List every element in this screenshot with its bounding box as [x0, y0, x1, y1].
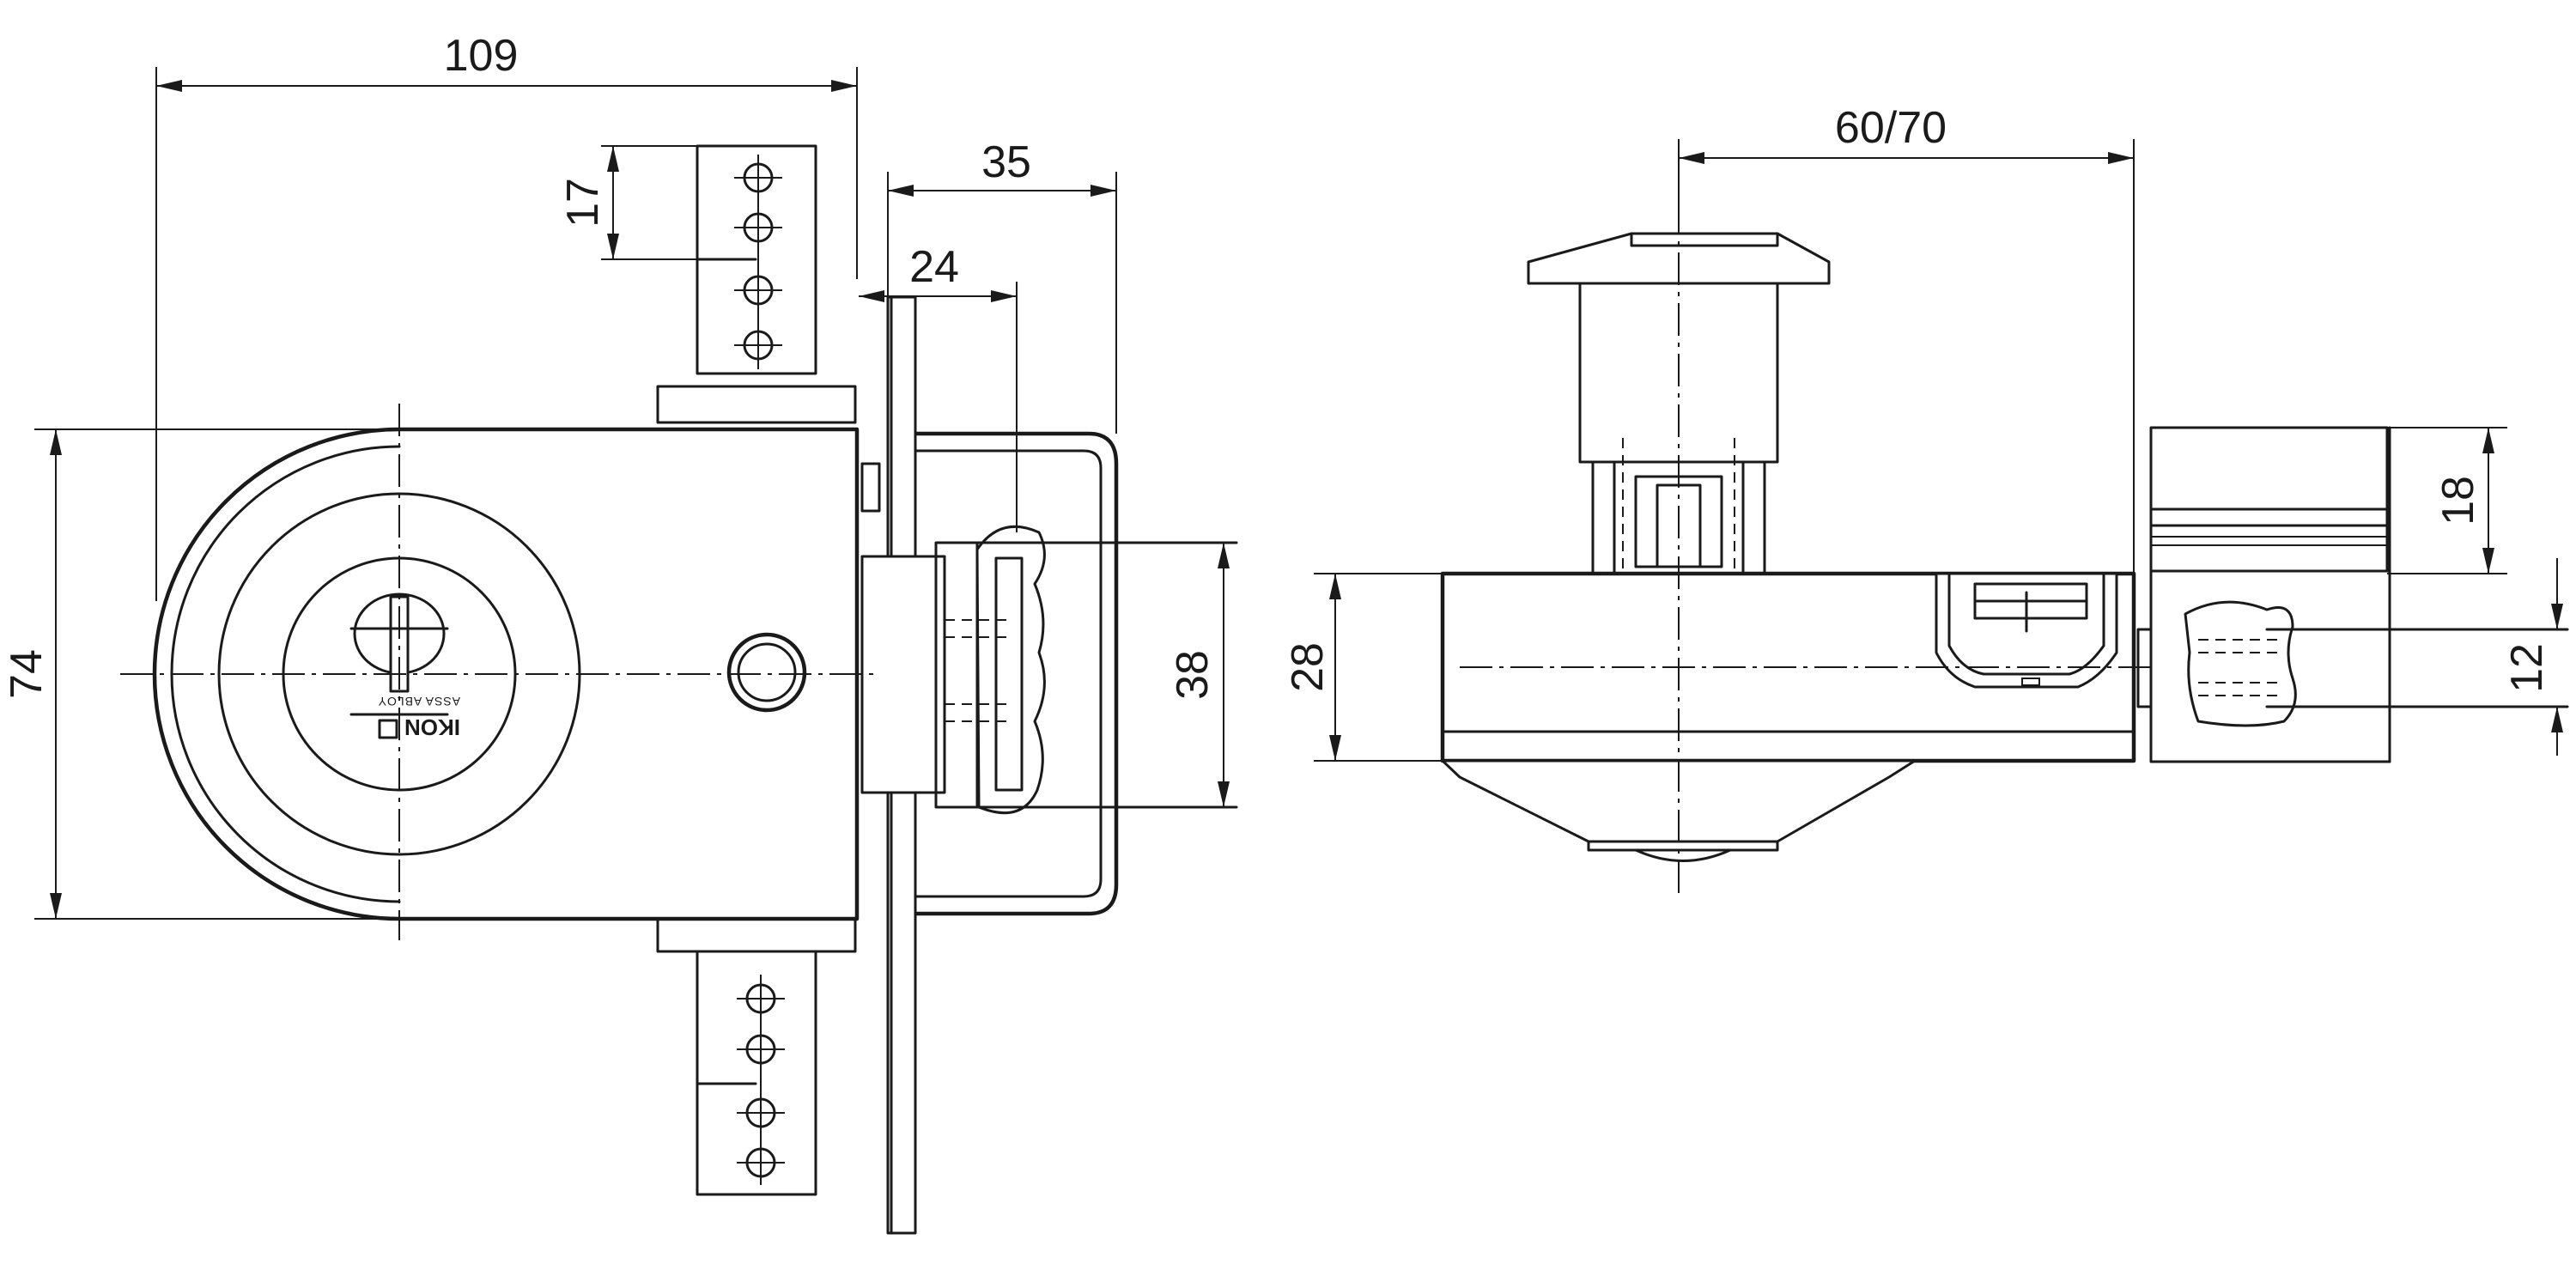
- dim-label-35: 35: [981, 137, 1031, 187]
- dim-label-60-70: 60/70: [1835, 103, 1947, 153]
- dimension-17: 17: [558, 145, 756, 260]
- front-center-lines: [120, 404, 876, 940]
- dimension-109: 109: [155, 31, 858, 601]
- side-strike: [2136, 426, 2569, 763]
- dimension-74: 74: [2, 428, 399, 920]
- front-view: IKON ASSA ABLOY: [2, 31, 1238, 1235]
- dim-label-18: 18: [2433, 476, 2483, 526]
- dimension-35: 35: [887, 137, 1117, 434]
- cylinder-brand: IKON: [404, 714, 460, 740]
- bolt-mechanism: [860, 525, 1238, 815]
- top-strike-bar: [656, 144, 857, 424]
- dimension-60-70: 60/70: [1678, 103, 2135, 574]
- dimension-12: 12: [2502, 558, 2563, 756]
- dimension-18: 18: [2387, 427, 2507, 574]
- top-mounting-holes: [734, 155, 782, 369]
- dim-label-12: 12: [2502, 643, 2552, 693]
- dimension-38: 38: [1168, 543, 1230, 807]
- dimension-28: 28: [1283, 573, 1443, 762]
- side-center-lines: [1460, 202, 2164, 893]
- dim-label-109: 109: [444, 31, 519, 81]
- dim-label-74: 74: [2, 649, 52, 699]
- bottom-mounting-holes: [737, 975, 785, 1185]
- dim-label-24: 24: [909, 242, 959, 292]
- dim-label-38: 38: [1168, 650, 1218, 700]
- cylinder-sub-brand: ASSA ABLOY: [378, 695, 460, 708]
- strike-box: [914, 431, 1119, 916]
- dim-label-28: 28: [1283, 642, 1333, 692]
- bottom-strike-bar: [656, 915, 857, 1196]
- side-view: 60/70 28 18 12: [1283, 103, 2569, 893]
- dim-label-17: 17: [558, 178, 608, 228]
- knob-button: [726, 632, 807, 713]
- side-lock-body: [1440, 571, 2136, 862]
- cylinder-logo: IKON ASSA ABLOY: [378, 695, 460, 740]
- dimension-24: 24: [859, 242, 1018, 532]
